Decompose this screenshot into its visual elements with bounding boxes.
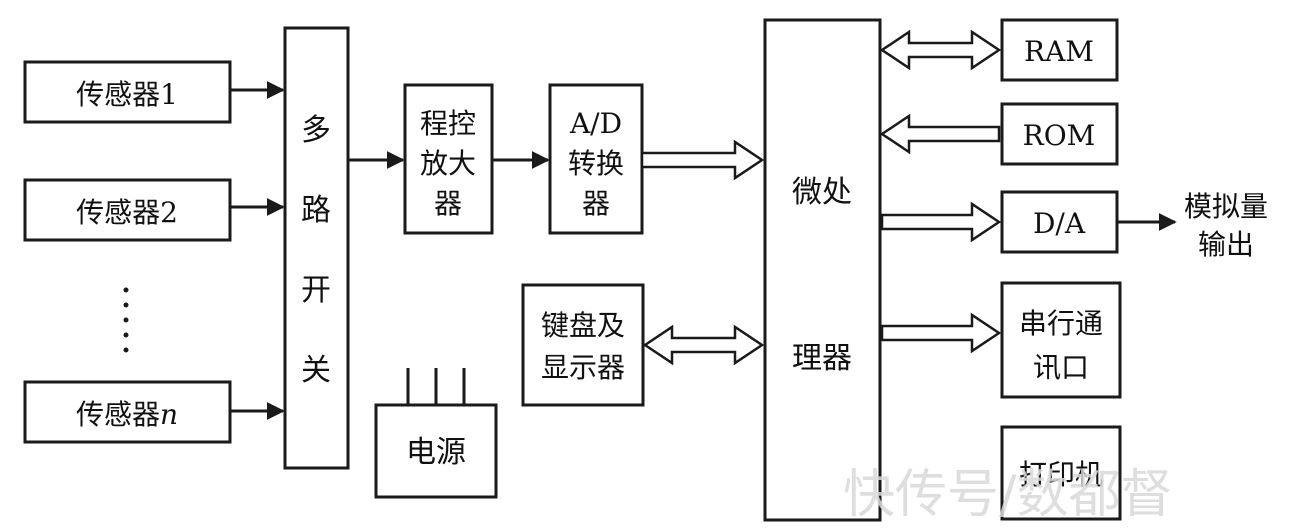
sensor-1-label: 传感器1 [76, 78, 178, 111]
keyboard-display-line-1: 键盘及 [541, 309, 625, 342]
ram-label: RAM [1024, 35, 1094, 68]
mux-char-2: 路 [301, 193, 331, 228]
serial-port-block: 串行通 讯口 [1000, 281, 1122, 399]
cpu-label-top: 微处 [792, 175, 852, 210]
adc-line-2: 转换 [568, 147, 624, 180]
watermark-text: 快传号/数都督 [843, 465, 1173, 525]
analog-output-label-line-2: 输出 [1198, 228, 1254, 261]
serial-port-line-1: 串行通 [1019, 307, 1103, 340]
cpu-label-bottom: 理器 [792, 341, 852, 376]
amplifier-block: 程控 放大 器 [403, 83, 494, 235]
serial-port-line-2: 讯口 [1033, 351, 1089, 384]
adc-to-cpu-bus-arrow [640, 139, 765, 181]
rom-to-cpu-bus-arrow [879, 113, 1001, 155]
sensor-n-suffix: n [160, 398, 178, 431]
cpu-to-serial-bus-arrow [880, 312, 1002, 354]
power-label: 电源 [406, 435, 466, 470]
adc-line-1: A/D [569, 107, 622, 140]
mux-char-4: 关 [301, 353, 331, 388]
rom-label: ROM [1023, 119, 1096, 152]
adc-line-3: 器 [582, 187, 610, 220]
da-block: D/A [1000, 190, 1119, 254]
amplifier-line-2: 放大 [420, 147, 476, 180]
ram-block: RAM [1000, 18, 1119, 82]
amplifier-line-1: 程控 [420, 107, 476, 140]
mux-block: 多 路 开 关 [283, 26, 350, 470]
da-label: D/A [1033, 207, 1086, 240]
printer-block: 打印机 [1000, 425, 1122, 521]
analog-output-label-line-1: 模拟量 [1184, 190, 1268, 223]
sensor-n-prefix: 传感器 [76, 398, 160, 431]
rom-block: ROM [1000, 102, 1119, 166]
keyboard-cpu-bus-arrow [642, 324, 765, 366]
sensor-1-block: 传感器1 [23, 60, 232, 124]
keyboard-display-block: 键盘及 显示器 [521, 283, 645, 407]
sensor-n-label: 传感器n [76, 398, 178, 431]
vertical-ellipsis [123, 287, 129, 353]
power-block: 电源 [374, 368, 498, 499]
cpu-block: 微处 理器 [763, 18, 882, 522]
printer-label: 打印机 [1019, 458, 1103, 491]
mux-char-1: 多 [301, 113, 331, 148]
adc-block: A/D 转换 器 [548, 83, 644, 235]
sensor-2-label: 传感器2 [76, 196, 178, 229]
keyboard-display-line-2: 显示器 [541, 351, 625, 384]
amplifier-line-3: 器 [434, 187, 462, 220]
sensor-2-block: 传感器2 [23, 178, 232, 242]
cpu-to-da-bus-arrow [880, 201, 1002, 243]
mux-char-3: 开 [301, 273, 331, 308]
sensor-n-block: 传感器n [23, 380, 232, 444]
cpu-ram-bus-arrow [879, 29, 1002, 71]
